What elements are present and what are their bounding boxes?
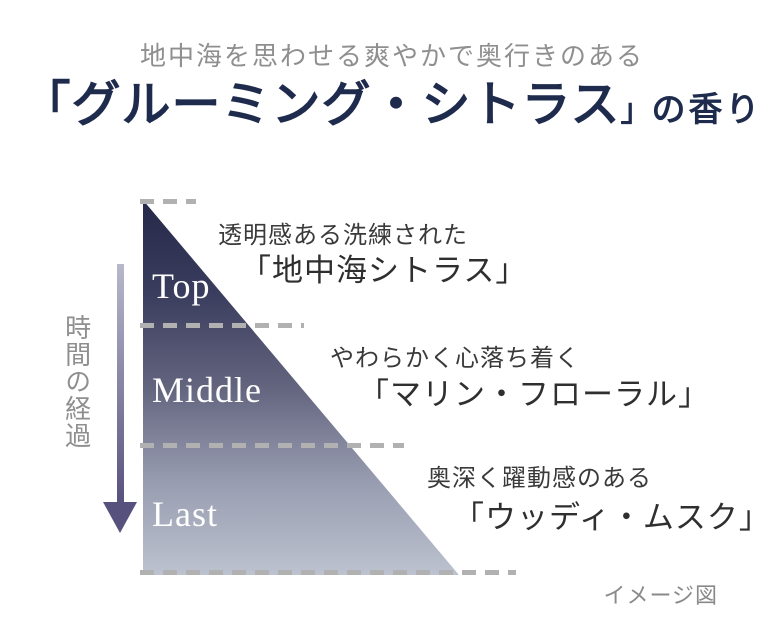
- image-disclaimer-note: イメージ図: [603, 583, 718, 608]
- dashed-line-top-boundary: [140, 323, 304, 328]
- title-close-bracket: 」: [620, 93, 652, 128]
- top-note-name: 「地中海シトラス」: [240, 253, 528, 288]
- zone-label-middle: Middle: [152, 370, 262, 410]
- dashed-line-middle-boundary: [140, 443, 404, 448]
- zone-label-last: Last: [152, 494, 218, 534]
- last-note-description: 奥深く躍動感のある: [427, 465, 652, 492]
- top-note-description: 透明感ある洗練された: [218, 222, 468, 249]
- down-arrow-icon: [103, 502, 137, 533]
- page-title: 「グルーミング・シトラス」の香り: [0, 74, 784, 135]
- down-arrow-shaft: [117, 264, 124, 504]
- zone-label-top: Top: [152, 266, 211, 306]
- time-axis-label: 時間の経過: [61, 314, 92, 449]
- subtitle: 地中海を思わせる爽やかで奥行きのある: [139, 41, 644, 71]
- dashed-line-bottom-boundary: [140, 570, 516, 575]
- middle-note-description: やわらかく心落ち着く: [330, 345, 580, 372]
- middle-note-name: 「マリン・フローラル」: [358, 377, 710, 412]
- title-main-text: 「グルーミング・シトラス: [21, 77, 621, 132]
- title-suffix: の香り: [651, 92, 763, 129]
- dashed-line-apex: [140, 199, 196, 204]
- last-note-name: 「ウッディ・ムスク」: [453, 500, 771, 535]
